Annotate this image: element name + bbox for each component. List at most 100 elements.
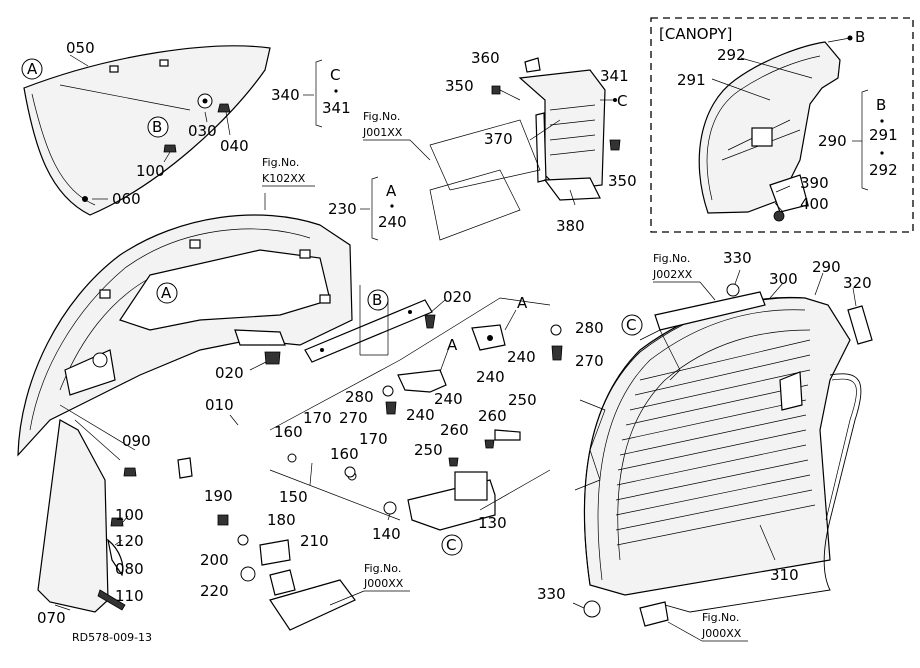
side-panel-300: 330 300 290 320 310 330 C Fig.No. J002XX… <box>537 249 873 642</box>
part-090: 090 <box>122 432 151 450</box>
ref-A-circle-1 <box>21 58 43 80</box>
upper-center: 360 350 341 C 370 350 380 Fig.No. J001XX… <box>271 49 637 241</box>
part-140: 140 <box>372 525 401 543</box>
clip-360 <box>524 57 541 73</box>
part-240-a: 240 <box>434 390 463 408</box>
part-120: 120 <box>115 532 144 550</box>
panel-300 <box>583 296 851 596</box>
ref-B-1: B <box>152 118 162 136</box>
ref-B-canopy: B <box>855 28 865 46</box>
part-020-left: 020 <box>215 364 244 382</box>
ref-C-circle-2 <box>621 314 643 336</box>
cover-050-panel <box>23 45 271 216</box>
part-290: 290 <box>818 132 847 150</box>
fig-j002-label: Fig.No. <box>653 252 690 265</box>
group-230-240: 240 <box>378 213 407 231</box>
fig-j001-label: Fig.No. <box>363 110 400 123</box>
frame-010: 010 B 020 020 <box>177 285 472 479</box>
fig-j000a-label: Fig.No. <box>364 562 401 575</box>
extension-070-panel <box>37 419 109 613</box>
bolt-100-top <box>163 144 177 153</box>
bolt-140 <box>383 501 397 515</box>
part-240-d: 240 <box>507 348 536 366</box>
group-290-292: 292 <box>869 161 898 179</box>
part-170-left: 170 <box>303 409 332 427</box>
part-280-right: 280 <box>575 319 604 337</box>
part-340: 340 <box>271 86 300 104</box>
part-390: 390 <box>800 174 829 192</box>
fig-j001-code: J001XX <box>362 126 403 139</box>
part-070: 070 <box>37 609 66 627</box>
part-210: 210 <box>300 532 329 550</box>
cover-341 <box>518 69 606 191</box>
canopy-inset-border <box>650 17 914 233</box>
gasket-320 <box>847 305 873 345</box>
hinge-assembly: 150 170 160 160 170 A A 240 240 240 240 … <box>269 294 604 556</box>
part-260-right: 260 <box>478 407 507 425</box>
part-370: 370 <box>484 130 513 148</box>
part-330-bottom: 330 <box>537 585 566 603</box>
ref-B-circle-1 <box>147 116 169 138</box>
part-240-c: 240 <box>476 368 505 386</box>
nut-350-right <box>609 139 621 151</box>
part-320: 320 <box>843 274 872 292</box>
group-340-C: C <box>330 66 340 84</box>
bolt-100-low <box>110 517 124 527</box>
ref-A-1: A <box>27 60 38 78</box>
part-060: 060 <box>112 190 141 208</box>
part-020-right: 020 <box>443 288 472 306</box>
fig-k102-code: K102XX <box>262 172 306 185</box>
part-240-b: 240 <box>406 406 435 424</box>
part-180: 180 <box>267 511 296 529</box>
ref-A-3: A <box>447 336 458 354</box>
fender-opening <box>119 249 331 331</box>
part-260-left: 260 <box>440 421 469 439</box>
part-220: 220 <box>200 582 229 600</box>
bolt-400 <box>773 210 785 222</box>
part-270-right: 270 <box>575 352 604 370</box>
bracket-B <box>304 299 433 363</box>
fig-j002-code: J002XX <box>652 268 693 281</box>
part-050: 050 <box>66 39 95 57</box>
part-040: 040 <box>220 137 249 155</box>
bolt-090 <box>123 467 137 477</box>
part-160-right: 160 <box>330 445 359 463</box>
part-280-left: 280 <box>345 388 374 406</box>
part-330-top: 330 <box>723 249 752 267</box>
knob-220 <box>240 566 256 582</box>
bolt-020-right <box>424 314 436 329</box>
ref-A-2: A <box>161 284 172 302</box>
part-100-low: 100 <box>115 506 144 524</box>
strip-380 <box>543 177 601 201</box>
part-341: 341 <box>600 67 629 85</box>
ref-C-2: C <box>626 316 636 334</box>
hinge-240-left <box>397 369 447 393</box>
part-350-right: 350 <box>608 172 637 190</box>
part-080: 080 <box>115 560 144 578</box>
nut-350-top <box>491 85 501 95</box>
bolt-330-bottom <box>583 600 601 618</box>
bolt-330-top <box>726 283 740 297</box>
group-290-B: B <box>876 96 886 114</box>
bracket-180 <box>259 539 291 566</box>
canopy-title: [CANOPY] <box>659 25 732 43</box>
part-290-side: 290 <box>812 258 841 276</box>
part-150: 150 <box>279 488 308 506</box>
strip-120 <box>107 538 124 577</box>
lower-mount: 190 180 200 210 220 Fig.No. J000XX <box>200 487 410 631</box>
bracket-390 <box>769 174 809 213</box>
fig-k102-label: Fig.No. <box>262 156 299 169</box>
panel-ribs <box>615 339 816 546</box>
bolt-020-left <box>264 351 281 365</box>
cover-050: 050 030 040 100 060 A B <box>21 39 271 216</box>
part-300: 300 <box>769 270 798 288</box>
fig-j000b-label: Fig.No. <box>702 611 739 624</box>
part-400: 400 <box>800 195 829 213</box>
part-350-top: 350 <box>445 77 474 95</box>
fig-j000a-code: J000XX <box>363 577 404 590</box>
part-250-right: 250 <box>508 391 537 409</box>
part-190: 190 <box>204 487 233 505</box>
group-290-291: 291 <box>869 126 898 144</box>
part-110: 110 <box>115 587 144 605</box>
canopy-inset: [CANOPY] 292 291 B 390 400 290 B 291 292 <box>650 17 914 233</box>
